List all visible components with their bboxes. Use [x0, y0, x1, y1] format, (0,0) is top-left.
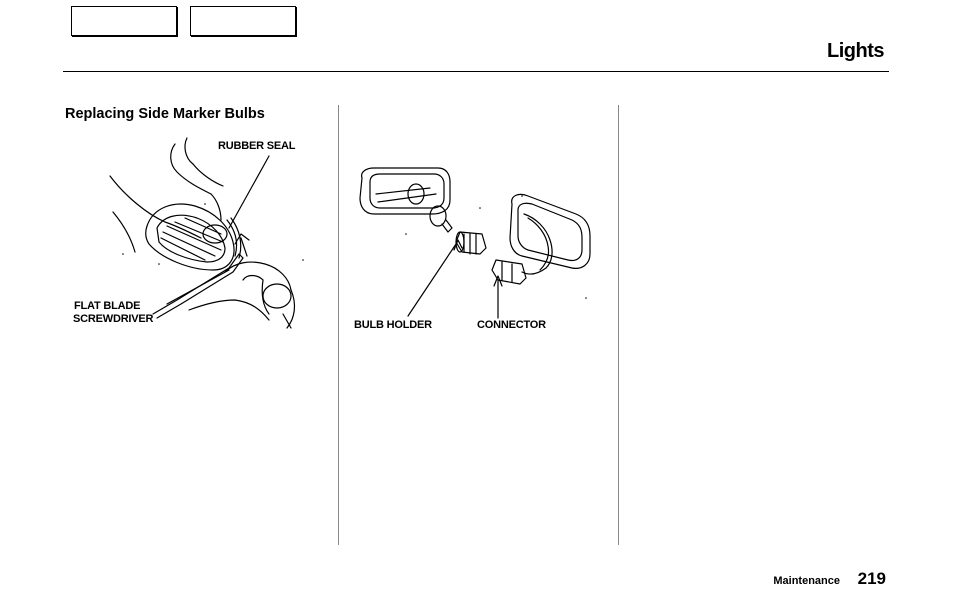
section-heading: Replacing Side Marker Bulbs — [65, 106, 265, 122]
page-number: 219 — [857, 569, 886, 588]
header-rule — [63, 71, 889, 72]
nav-button-next[interactable] — [190, 6, 296, 36]
footer-section-name: Maintenance — [773, 575, 840, 587]
label-bulb-holder: BULB HOLDER — [354, 319, 432, 331]
nav-button-previous[interactable] — [71, 6, 177, 36]
label-screwdriver: SCREWDRIVER — [73, 313, 154, 325]
label-rubber-seal: RUBBER SEAL — [218, 140, 296, 152]
side-marker-removal-illustration: RUBBER SEAL FLAT BLADE SCREWDRIVER — [65, 134, 327, 330]
bulb-holder-drawing — [359, 167, 591, 319]
column-divider-right — [618, 105, 619, 545]
label-flat-blade: FLAT BLADE — [74, 300, 141, 312]
removal-drawing — [109, 137, 304, 329]
page-title: Lights — [827, 40, 885, 62]
bulb-holder-connector-illustration: BULB HOLDER CONNECTOR — [346, 148, 596, 338]
column-divider-left — [338, 105, 339, 545]
label-connector: CONNECTOR — [477, 319, 546, 331]
